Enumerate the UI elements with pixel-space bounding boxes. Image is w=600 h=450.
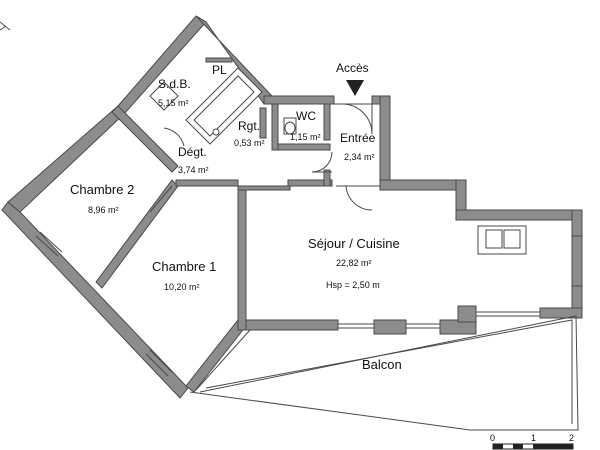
balcony-outline xyxy=(189,315,579,431)
room-label-degt: Dégt. xyxy=(178,145,207,159)
room-label-chambre2: Chambre 2 xyxy=(70,182,134,197)
kitchen-sink xyxy=(477,225,527,255)
scale-label-0: 0 xyxy=(490,433,495,443)
room-label-chambre1: Chambre 1 xyxy=(152,259,216,274)
room-height-sejour: Hsp = 2,50 m xyxy=(326,280,380,290)
room-area-degt: 3,74 m² xyxy=(178,165,209,175)
room-label-sdb: S.d.B. xyxy=(158,77,191,91)
entry-arrow-icon xyxy=(346,80,364,96)
scale-label-1: 1 xyxy=(531,433,536,443)
room-area-sejour: 22,82 m² xyxy=(336,258,372,268)
room-label-balcon: Balcon xyxy=(362,357,402,372)
room-label-wc: WC xyxy=(296,109,316,123)
room-label-rgt: Rgt. xyxy=(238,119,260,133)
interior-walls xyxy=(95,57,333,289)
room-area-wc: 1,15 m² xyxy=(290,132,321,142)
doors xyxy=(149,103,380,213)
scale-label-2: 2 xyxy=(569,433,574,443)
windows xyxy=(35,231,582,377)
scale-bar: 0 1 2 xyxy=(490,433,574,450)
access-label: Accès xyxy=(336,61,369,75)
room-label-pl: PL xyxy=(212,63,227,77)
room-area-chambre2: 8,96 m² xyxy=(88,205,119,215)
toilet xyxy=(283,117,297,135)
bathtub xyxy=(185,67,263,145)
sink-bathroom xyxy=(149,81,179,111)
corner-mark xyxy=(0,21,11,31)
room-label-entree: Entrée xyxy=(340,131,376,145)
room-area-chambre1: 10,20 m² xyxy=(164,282,200,292)
room-area-sdb: 5,15 m² xyxy=(158,98,189,108)
room-area-rgt: 0,53 m² xyxy=(234,138,265,148)
room-label-sejour: Séjour / Cuisine xyxy=(308,236,400,251)
room-area-entree: 2,34 m² xyxy=(344,152,375,162)
